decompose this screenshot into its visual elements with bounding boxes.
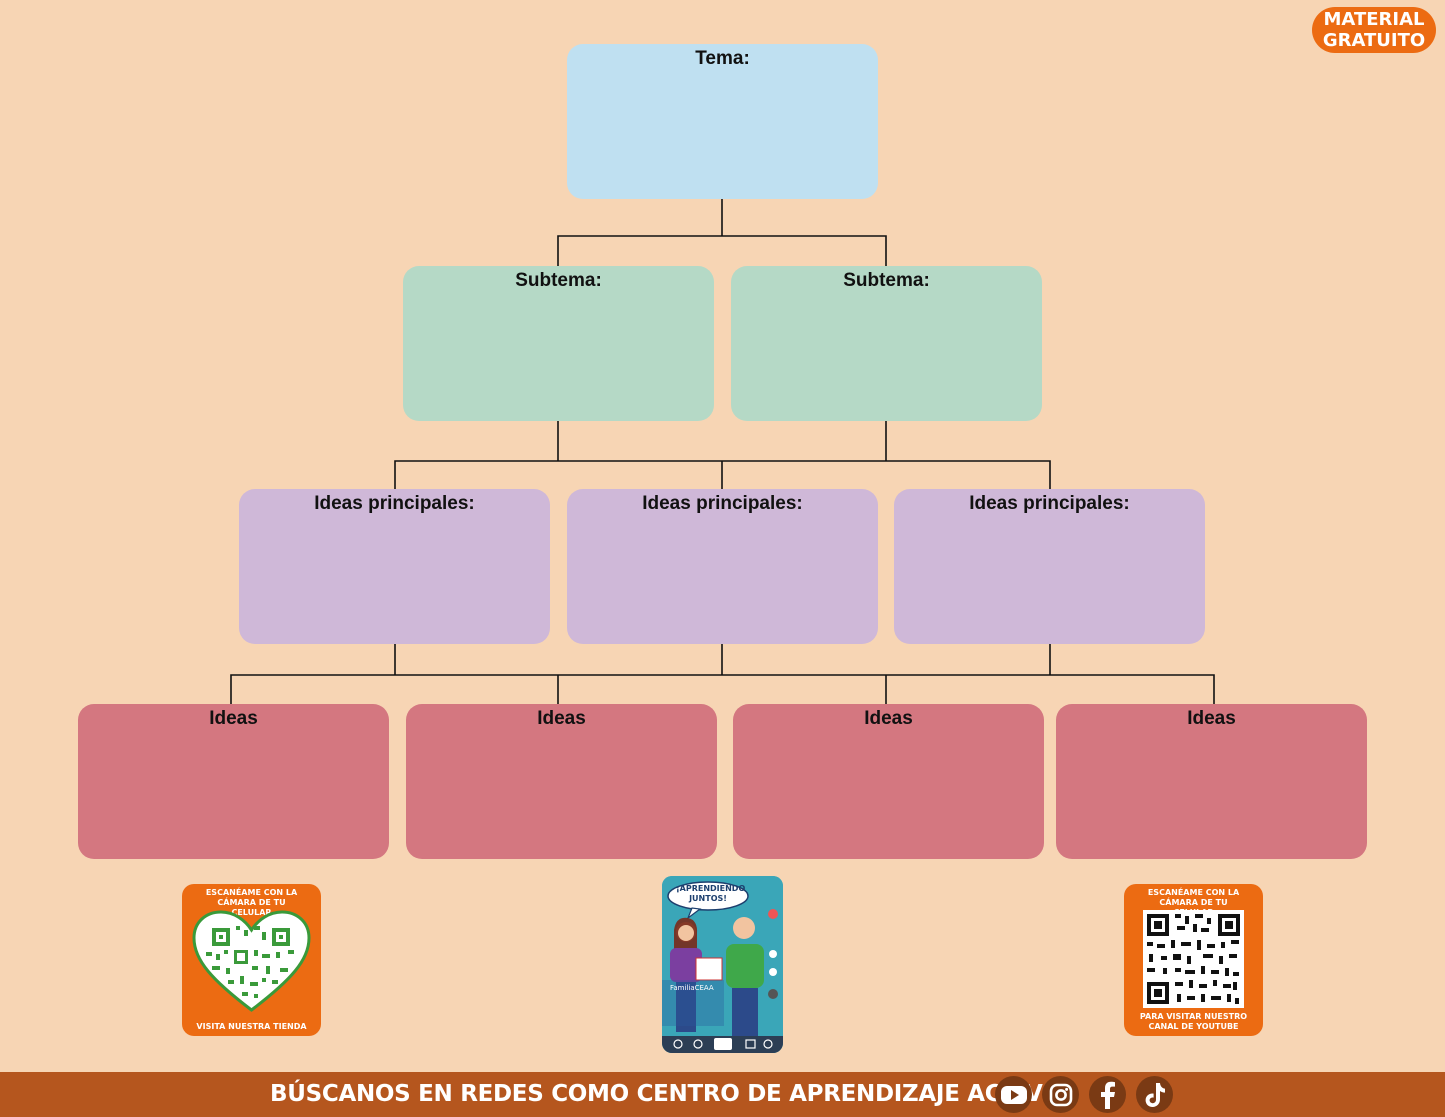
youtube-qr-card[interactable]: ESCANÉAME CON LA CÁMARA DE TU CELULAR PA… [1124, 884, 1263, 1036]
subtema-box-1[interactable]: Subtema: [403, 266, 714, 421]
phone-bubble-text: ¡APRENDIENDO JUNTOS! [676, 884, 746, 903]
phone-illustration: ¡APRENDIENDO JUNTOS! FamiliaCEAA [662, 876, 783, 1053]
tiktok-link[interactable] [1136, 1076, 1173, 1113]
facebook-link[interactable] [1089, 1076, 1126, 1113]
ideas-box-4[interactable]: Ideas [1056, 704, 1367, 859]
subtema-box-2[interactable]: Subtema: [731, 266, 1042, 421]
tema-label: Tema: [695, 48, 750, 69]
ideas-principales-box-3[interactable]: Ideas principales: [894, 489, 1205, 644]
ideas-principales-label: Ideas principales: [314, 493, 475, 514]
connector-ideasp-ideas [230, 644, 1215, 704]
heart-qr-code-icon [192, 910, 311, 1012]
connector-tema-subtemas [557, 199, 887, 266]
youtube-qr-bottom-text: PARA VISITAR NUESTRO CANAL DE YOUTUBE [1139, 1012, 1248, 1031]
youtube-qr-code-icon [1143, 910, 1244, 1008]
store-qr-top-text: ESCANÉAME CON LA CÁMARA DE TU CELULAR [205, 888, 298, 917]
store-qr-bottom-text: VISITA NUESTRA TIENDA [196, 1022, 307, 1031]
youtube-icon [1000, 1085, 1027, 1104]
store-qr-card[interactable]: ESCANÉAME CON LA CÁMARA DE TU CELULAR VI… [182, 884, 321, 1036]
phone-handle-text: FamiliaCEAA [670, 984, 714, 992]
ideas-label: Ideas [864, 708, 913, 729]
ideas-label: Ideas [209, 708, 258, 729]
ideas-principales-label: Ideas principales: [969, 493, 1130, 514]
teachers-illustration-icon [662, 876, 783, 1053]
instagram-link[interactable] [1042, 1076, 1079, 1113]
footer-text: BÚSCANOS EN REDES COMO CENTRO DE APRENDI… [270, 1081, 1062, 1107]
subtema-label: Subtema: [515, 270, 602, 291]
subtema-label: Subtema: [843, 270, 930, 291]
badge-line2: GRATUITO [1322, 30, 1426, 51]
instagram-icon [1049, 1083, 1072, 1106]
tema-box[interactable]: Tema: [567, 44, 878, 199]
youtube-link[interactable] [995, 1076, 1032, 1113]
free-material-badge: MATERIAL GRATUITO [1312, 7, 1436, 53]
ideas-box-3[interactable]: Ideas [733, 704, 1044, 859]
footer-bar: BÚSCANOS EN REDES COMO CENTRO DE APRENDI… [0, 1072, 1445, 1117]
facebook-icon [1100, 1081, 1115, 1109]
connector-subtemas-ideasp [394, 421, 1051, 489]
ideas-principales-label: Ideas principales: [642, 493, 803, 514]
ideas-principales-box-2[interactable]: Ideas principales: [567, 489, 878, 644]
tiktok-icon [1145, 1082, 1165, 1107]
ideas-principales-box-1[interactable]: Ideas principales: [239, 489, 550, 644]
ideas-label: Ideas [537, 708, 586, 729]
ideas-box-1[interactable]: Ideas [78, 704, 389, 859]
badge-line1: MATERIAL [1323, 9, 1425, 30]
ideas-label: Ideas [1187, 708, 1236, 729]
ideas-box-2[interactable]: Ideas [406, 704, 717, 859]
